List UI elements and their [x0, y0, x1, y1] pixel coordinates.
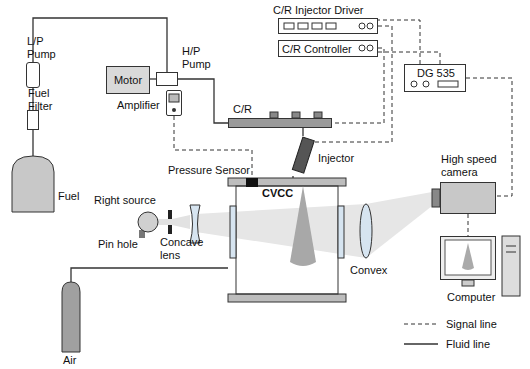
- chamber-wall: [236, 186, 338, 294]
- tower-slot: [506, 246, 516, 247]
- node-label: H/P Pump: [182, 45, 206, 71]
- camera-body: [440, 182, 496, 214]
- node-label: Pin hole: [98, 238, 138, 251]
- pressure-sensor: Pressure Sensor: [246, 178, 258, 187]
- node-label: L/P Pump: [27, 35, 49, 61]
- chamber-bottom-plate: [228, 294, 346, 302]
- node-label: Computer: [447, 291, 495, 304]
- signal-line: [468, 214, 469, 236]
- node-label: C/R Controller: [282, 43, 352, 56]
- chamber-window: [230, 206, 236, 258]
- node-label: C/R: [233, 103, 252, 116]
- injector-body: [292, 137, 314, 173]
- common-rail: C/R: [228, 118, 332, 128]
- device-knob: [367, 45, 373, 51]
- chamber-top-plate: [228, 178, 346, 186]
- fluid-line: [32, 130, 33, 156]
- signal-line: [332, 48, 384, 123]
- node-label: Pressure Sensor: [168, 164, 250, 177]
- node-label: C/R Injector Driver: [273, 4, 363, 17]
- lamp-bulb: [138, 212, 158, 232]
- device-knob: [359, 45, 365, 51]
- node-label: Air: [63, 354, 76, 367]
- legend-sample: [404, 324, 438, 325]
- filter-box: Fuel Filter: [27, 110, 39, 130]
- monitor-screen: [445, 240, 491, 275]
- amplifier-knob: [172, 108, 176, 112]
- device-knob: [423, 81, 429, 87]
- device-button: [326, 23, 336, 29]
- light-beam: [158, 215, 190, 229]
- node-label: Concave lens: [160, 236, 206, 262]
- pinhole-plate: [168, 225, 172, 234]
- legend-label: Fluid line: [446, 338, 490, 351]
- light-source: Right source: [136, 210, 160, 234]
- pinhole-plate: [168, 210, 172, 219]
- fluid-line: [71, 268, 228, 282]
- light-beam: [196, 204, 366, 258]
- camera-box: High speed camera: [440, 182, 496, 214]
- node-label: Convex: [350, 264, 387, 277]
- screen-spray: [462, 243, 474, 270]
- signal-line: [466, 78, 512, 196]
- node-label: Injector: [318, 152, 354, 165]
- concave-lens: Concave lens: [190, 205, 200, 243]
- device-box: C/R Injector Driver: [278, 18, 378, 34]
- node-label: DG 535: [417, 67, 455, 80]
- monitor-frame: [440, 236, 496, 280]
- motor-box: Motor: [106, 66, 150, 94]
- injector: Injector: [292, 136, 314, 176]
- computer-monitor: Computer: [440, 236, 496, 280]
- spray-cone: [290, 186, 316, 266]
- node-label: Fuel Filter: [28, 87, 50, 113]
- convex-lens-shape: [360, 204, 372, 258]
- node-label: Right source: [94, 194, 156, 207]
- node-label: Motor: [114, 74, 142, 87]
- fuel-tank: Fuel: [12, 156, 54, 212]
- amplifier-device: Amplifier: [166, 90, 182, 116]
- legend-label: Signal line: [446, 318, 497, 331]
- computer-tower: [502, 236, 520, 296]
- pump-box: L/P Pump: [26, 62, 40, 88]
- fluid-line: [292, 176, 293, 178]
- air-cylinder-shape: [62, 282, 80, 352]
- convex-lens: Convex: [360, 204, 372, 258]
- amplifier-screen: [169, 94, 179, 102]
- node-label: Fuel: [58, 190, 79, 203]
- combustion-chamber: CVCC: [228, 178, 346, 302]
- air-cylinder: Air: [62, 282, 80, 352]
- fluid-line: [33, 18, 167, 72]
- node-label: Amplifier: [117, 99, 160, 112]
- signal-line: [378, 20, 420, 64]
- camera-lens: [432, 189, 440, 207]
- chamber-window: [338, 206, 344, 258]
- device-display: [438, 81, 458, 87]
- device-button: [312, 23, 322, 29]
- device-knob: [367, 23, 373, 29]
- fluid-line: [302, 128, 303, 136]
- node-label: CVCC: [262, 187, 293, 200]
- device-button: [284, 23, 294, 29]
- device-box: DG 535: [404, 64, 466, 92]
- fluid-line: [178, 79, 228, 123]
- pin-hole: Pin hole: [168, 210, 172, 234]
- tower-slot: [506, 252, 516, 253]
- device-box: C/R Controller: [278, 40, 378, 57]
- device-knob: [359, 23, 365, 29]
- signal-line: [378, 52, 440, 64]
- device-button: [298, 23, 308, 29]
- light-beam: [366, 192, 432, 258]
- legend-sample: [404, 343, 438, 344]
- device-knob: [411, 81, 417, 87]
- node-label: High speed camera: [441, 153, 507, 179]
- monitor-stand: [462, 280, 474, 286]
- pump-box: H/P Pump: [156, 72, 178, 86]
- fuel-tank-shape: [12, 156, 54, 212]
